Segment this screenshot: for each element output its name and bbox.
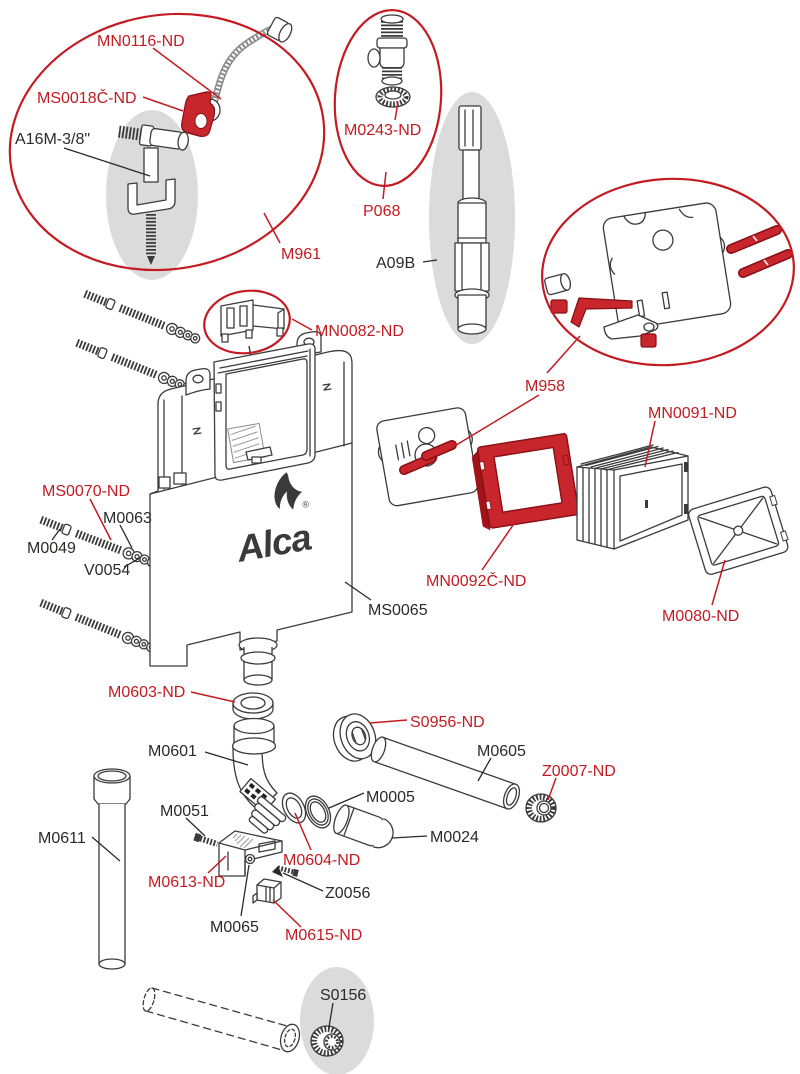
plug bbox=[333, 804, 394, 849]
actuation-kit bbox=[544, 202, 793, 348]
part-label-ms0065: MS0065 bbox=[368, 602, 428, 619]
part-label-z0056: Z0056 bbox=[325, 885, 370, 902]
part-label-z0007-nd: Z0007-ND bbox=[542, 763, 616, 780]
part-label-s0956-nd: S0956-ND bbox=[410, 714, 485, 731]
part-label-m0604-nd: M0604-ND bbox=[283, 852, 360, 869]
highlight-ellipses bbox=[8, 9, 795, 367]
rocker-lever bbox=[603, 314, 659, 340]
cistern-tank: Alca ® bbox=[149, 330, 353, 686]
escutcheon bbox=[332, 713, 377, 762]
part-label-ms0070-nd: MS0070-ND bbox=[42, 483, 130, 500]
straight-pipe bbox=[370, 736, 521, 810]
part-label-mn0091-nd: MN0091-ND bbox=[648, 405, 737, 422]
reducer-fitting bbox=[310, 1025, 344, 1057]
angle-valve bbox=[367, 14, 411, 108]
part-label-p068: P068 bbox=[363, 203, 400, 220]
frame-spacer-red bbox=[471, 433, 580, 531]
part-label-m0049: M0049 bbox=[27, 540, 76, 557]
part-label-ms0018c-nd: MS0018Č-ND bbox=[37, 88, 137, 107]
part-label-m0063: M0063 bbox=[103, 510, 152, 527]
part-label-m0603-nd: M0603-ND bbox=[108, 684, 185, 701]
fill-valve-assembly bbox=[118, 16, 293, 265]
outlet-gasket bbox=[232, 692, 274, 720]
extension-frame bbox=[576, 444, 689, 550]
part-label-m0065: M0065 bbox=[210, 919, 259, 936]
red-push-rods bbox=[726, 225, 793, 278]
reducer-nut bbox=[525, 793, 557, 823]
registered-mark: ® bbox=[302, 499, 311, 510]
washer-m0065 bbox=[244, 853, 256, 865]
part-label-m0611: M0611 bbox=[38, 830, 86, 847]
part-label-m0024: M0024 bbox=[430, 829, 479, 846]
part-label-v0054: V0054 bbox=[84, 562, 130, 579]
part-label-m0605: M0605 bbox=[477, 743, 526, 760]
part-label-m0613-nd: M0613-ND bbox=[148, 874, 225, 891]
part-label-a09b: A09B bbox=[376, 255, 415, 272]
part-label-mn0092c-nd: MN0092Č-ND bbox=[426, 571, 526, 590]
cap-cylinder bbox=[544, 272, 572, 296]
hose-connector bbox=[266, 16, 293, 43]
part-label-m0243-nd: M0243-ND bbox=[344, 122, 421, 139]
part-label-m958: M958 bbox=[525, 378, 565, 395]
part-labels: MN0116-ND MS0018Č-ND A16M-3/8" M961 M024… bbox=[15, 33, 739, 1004]
mounting-bracket bbox=[218, 830, 283, 877]
part-label-m961: M961 bbox=[281, 246, 321, 263]
part-label-a16m-38: A16M-3/8" bbox=[15, 131, 90, 148]
seal-rings bbox=[281, 792, 332, 829]
cover-plate bbox=[688, 486, 789, 575]
part-label-m0080-nd: M0080-ND bbox=[662, 608, 739, 625]
part-label-m0005: M0005 bbox=[366, 789, 415, 806]
part-label-m0601: M0601 bbox=[148, 743, 197, 760]
part-label-s0156: S0156 bbox=[320, 987, 366, 1004]
bird-icon bbox=[274, 472, 303, 510]
red-lever bbox=[570, 297, 633, 328]
leader-lines bbox=[51, 47, 726, 1028]
valve-body bbox=[118, 124, 189, 151]
mounting-plate bbox=[376, 407, 479, 507]
frame-bracket bbox=[220, 299, 285, 343]
flush-pipe bbox=[93, 768, 131, 970]
part-label-mn0116-nd: MN0116-ND bbox=[97, 33, 185, 50]
hidden-pipe bbox=[142, 987, 301, 1053]
valve-housing bbox=[252, 878, 282, 904]
red-pins bbox=[399, 440, 457, 475]
outlet-elbow bbox=[231, 717, 287, 834]
part-label-m0051: M0051 bbox=[160, 803, 209, 820]
part-label-m0615-nd: M0615-ND bbox=[285, 927, 362, 944]
screw-m0051 bbox=[193, 833, 219, 847]
screw-z0056 bbox=[277, 865, 299, 877]
part-label-mn0082-nd: MN0082-ND bbox=[315, 323, 404, 340]
flush-valve-column bbox=[454, 105, 490, 335]
